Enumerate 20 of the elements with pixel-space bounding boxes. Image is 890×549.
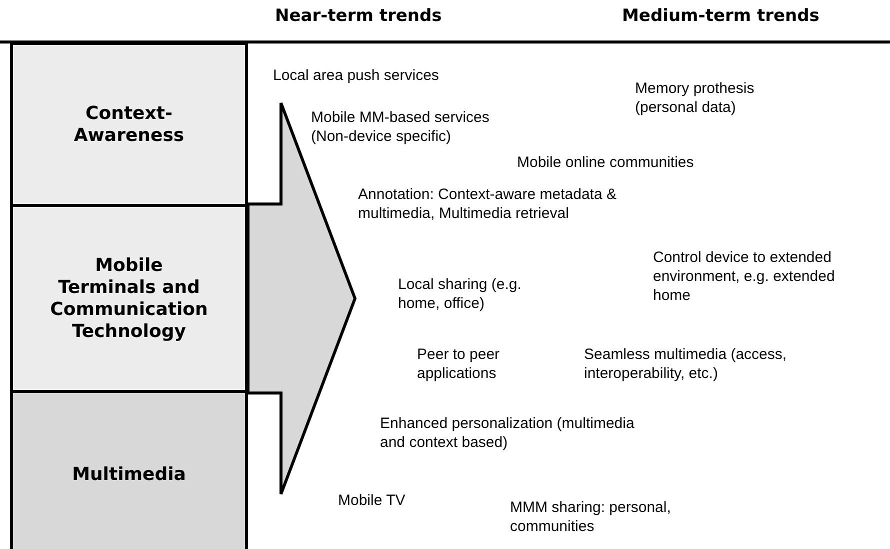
category-box bbox=[10, 390, 248, 549]
trend-text: Mobile online communities bbox=[517, 153, 694, 172]
category-title: Context-Awareness bbox=[72, 102, 186, 146]
column-heading: Near-term trends bbox=[275, 7, 442, 26]
trend-text: Annotation: Context-aware metadata & multimedia, Multimedia retrieval bbox=[358, 185, 618, 223]
trend-text: Mobile MM-based services (Non-device specific) bbox=[311, 108, 490, 146]
trend-text: Peer to peer applications bbox=[417, 345, 501, 383]
trend-text: Control device to extended environment, e.g. extended home bbox=[653, 248, 836, 305]
trend-text: Local area push services bbox=[273, 66, 439, 85]
category-title: Mobile Terminals and Communication Technology bbox=[49, 254, 209, 342]
category-title: Multimedia bbox=[71, 464, 187, 486]
category-box bbox=[10, 42, 248, 207]
trend-text: Enhanced personalization (multimedia and context based) bbox=[380, 414, 636, 452]
trend-text: MMM sharing: personal, communities bbox=[510, 498, 672, 536]
category-box bbox=[10, 204, 248, 393]
trend-text: Local sharing (e.g. home, office) bbox=[398, 275, 522, 313]
trend-text: Memory prothesis (personal data) bbox=[635, 79, 756, 117]
trend-text: Seamless multimedia (access, interoperability, etc.) bbox=[584, 345, 788, 383]
trend-text: Mobile TV bbox=[338, 491, 406, 510]
column-heading: Medium-term trends bbox=[622, 7, 820, 26]
